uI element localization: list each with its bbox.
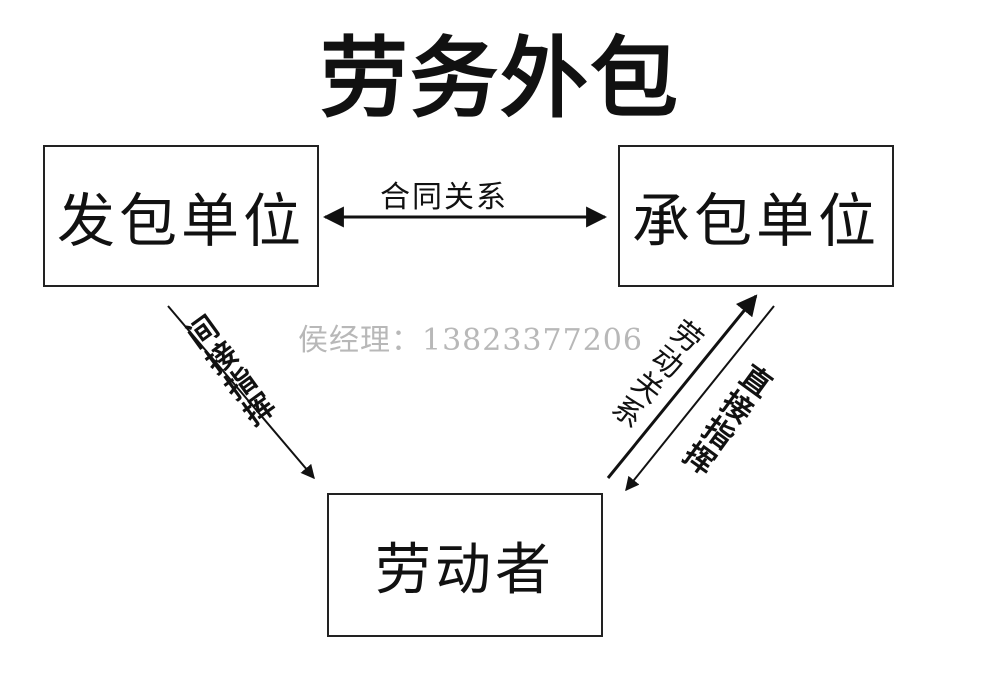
labor-relation-arrow bbox=[606, 294, 758, 479]
node-chengbao-box: 承包单位 bbox=[618, 145, 894, 287]
diagram-title: 劳务外包 bbox=[319, 27, 680, 130]
node-fabao-box: 发包单位 bbox=[43, 145, 319, 287]
watermark-text: 侯经理：13823377206 bbox=[298, 323, 643, 358]
indirect-command-arrow bbox=[167, 305, 315, 480]
node-chengbao-label: 承包单位 bbox=[631, 187, 880, 255]
direct-command-arrow bbox=[625, 305, 775, 492]
node-laodongzhe-label: 劳动者 bbox=[375, 537, 555, 603]
node-fabao-label: 发包单位 bbox=[56, 187, 305, 255]
node-laodongzhe-box: 劳动者 bbox=[327, 493, 603, 637]
